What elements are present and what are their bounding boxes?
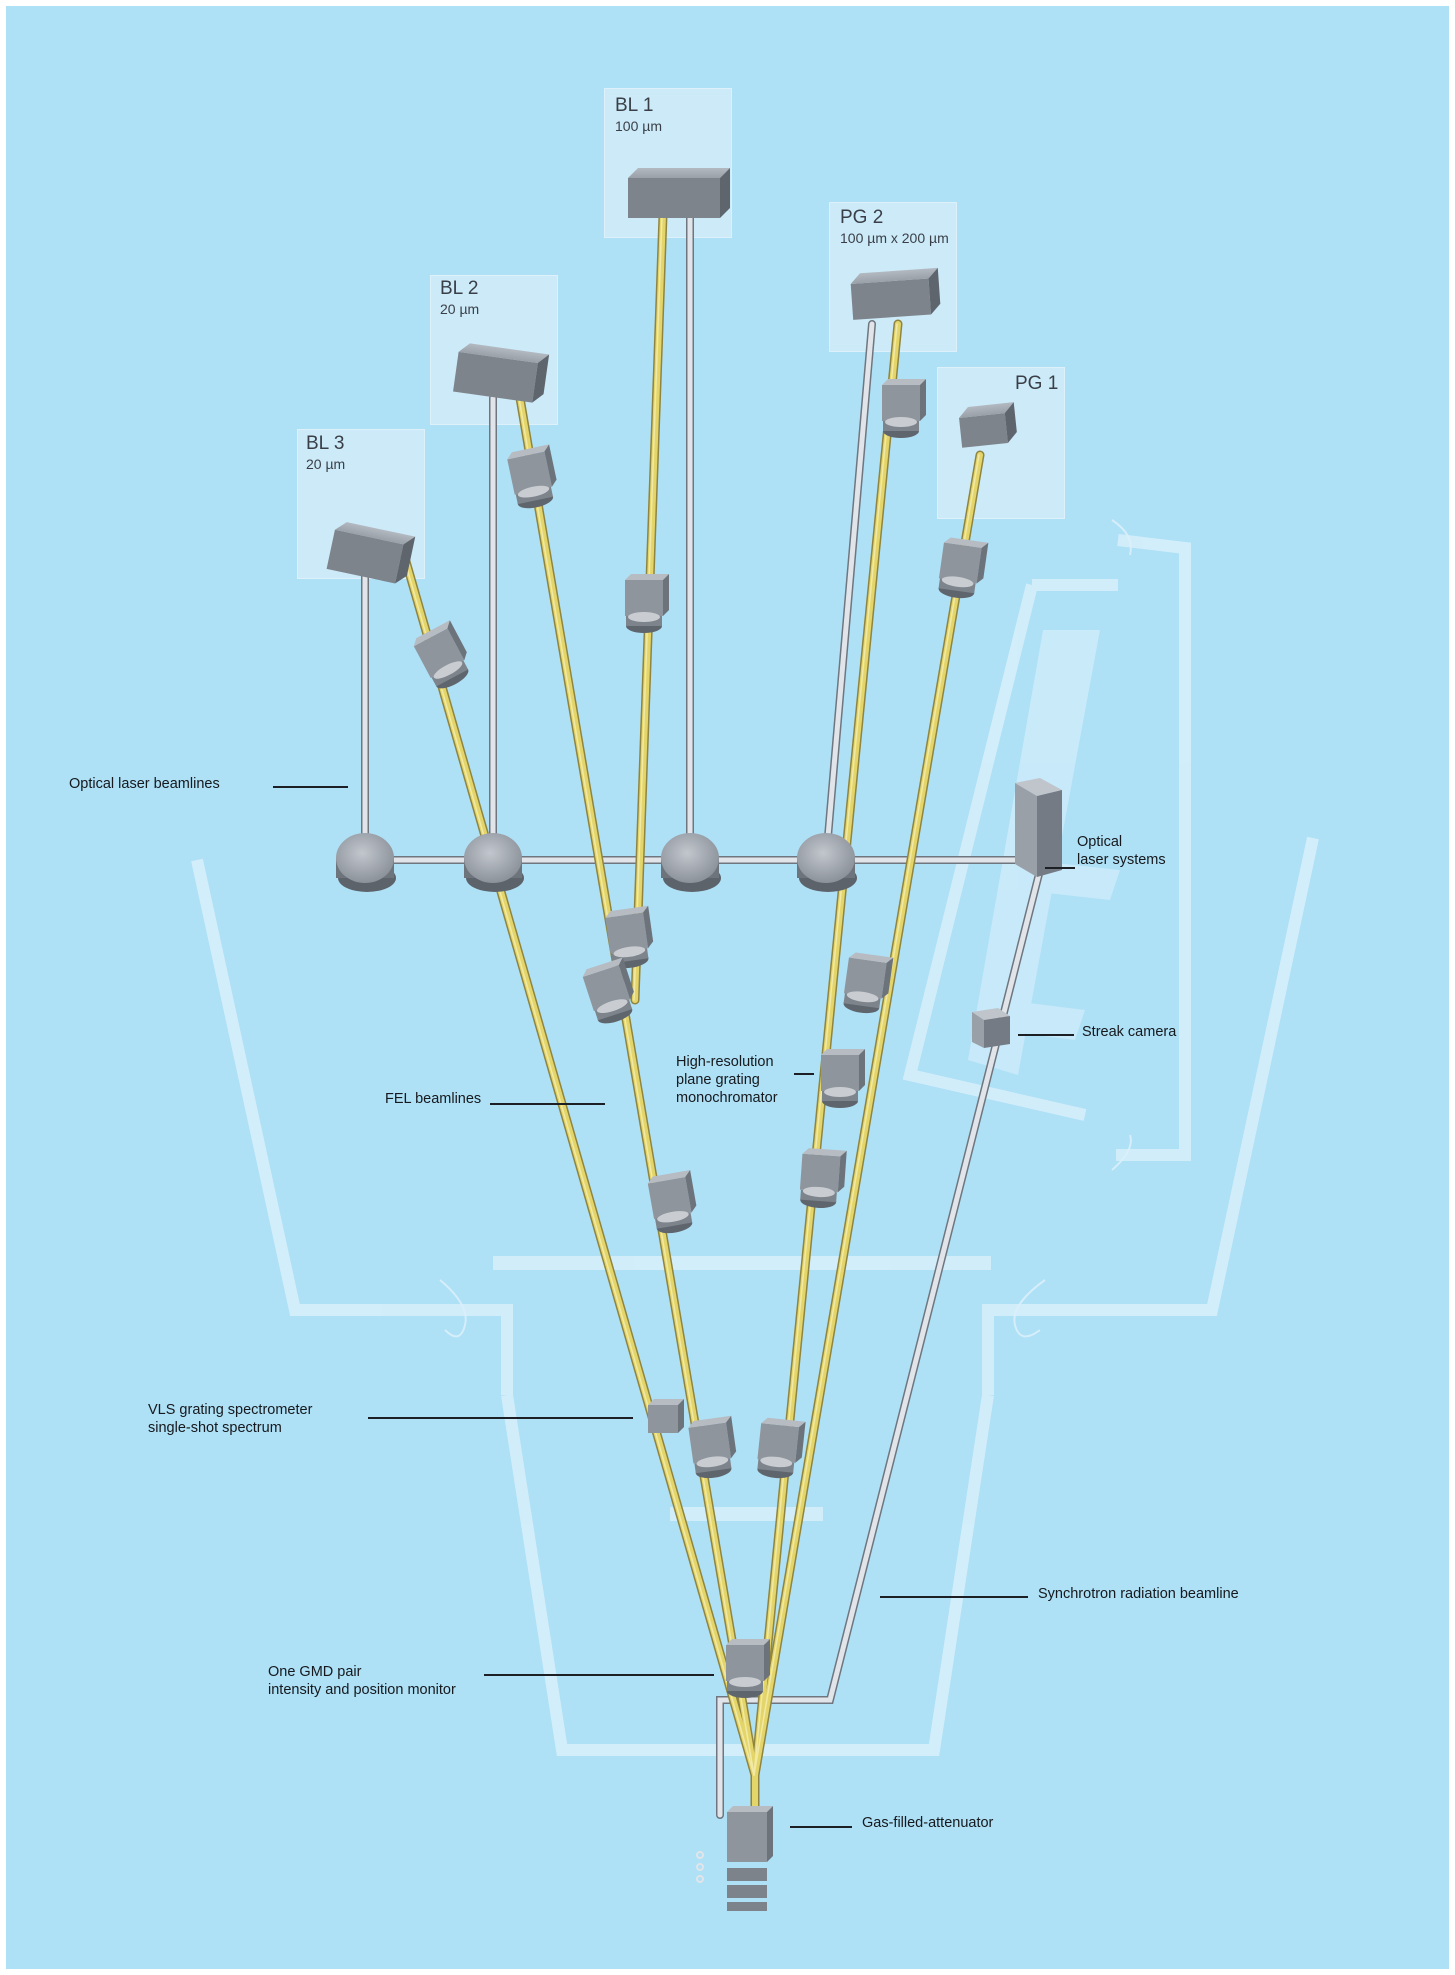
laser-node-2 <box>464 833 524 892</box>
leader-synchrotron-beamline <box>880 1596 1028 1598</box>
endstation-bl2 <box>453 343 550 403</box>
beamline-component <box>726 1639 770 1698</box>
station-pg2-spec: 100 µm x 200 µm <box>840 230 949 246</box>
leader-monochromator <box>794 1073 814 1075</box>
beamline-component <box>688 1415 737 1479</box>
leader-optical-laser-beamlines <box>273 786 348 788</box>
label-monochromator-line1: High-resolution <box>676 1054 774 1070</box>
endstation-pg1 <box>959 402 1017 448</box>
beamline-component <box>938 537 989 599</box>
leader-streak-camera <box>1018 1034 1074 1036</box>
beamline-component <box>882 379 926 438</box>
leader-fel-beamlines <box>490 1103 605 1105</box>
label-vls-spectrometer-line1: VLS grating spectrometer <box>148 1402 313 1418</box>
beamline-component <box>413 620 469 689</box>
beamline-component <box>507 444 557 509</box>
label-gas-attenuator: Gas-filled-attenuator <box>862 1815 994 1831</box>
station-bl1-name: BL 1 <box>615 95 654 116</box>
label-monochromator-line2: plane grating <box>676 1072 760 1088</box>
laser-system-block <box>1015 778 1062 877</box>
leader-optical-laser-systems <box>1045 867 1075 869</box>
label-streak-camera: Streak camera <box>1082 1024 1177 1040</box>
laser-node-4 <box>797 833 857 892</box>
station-bl2-name: BL 2 <box>440 278 479 299</box>
label-monochromator-line3: monochromator <box>676 1090 778 1106</box>
beamline-component <box>799 1148 847 1209</box>
leader-vls-spectrometer <box>368 1417 633 1419</box>
beamline-component <box>757 1417 806 1479</box>
beamline-component <box>605 905 654 969</box>
endstation-pg2 <box>850 267 941 320</box>
laser-distribution-nodes <box>336 833 857 892</box>
label-vls-spectrometer-line2: single-shot spectrum <box>148 1420 282 1436</box>
label-synchrotron-beamline: Synchrotron radiation beamline <box>1038 1586 1239 1602</box>
label-optical-laser-systems-line1: Optical <box>1077 834 1123 850</box>
gas-attenuator-block <box>727 1806 773 1911</box>
beamline-component <box>625 574 669 633</box>
label-gmd-pair-line2: intensity and position monitor <box>268 1682 456 1698</box>
endstation-bl1 <box>628 168 730 218</box>
label-optical-laser-systems-line2: laser systems <box>1077 852 1166 868</box>
beamline-component <box>582 957 634 1024</box>
station-bl3-spec: 20 µm <box>306 456 346 472</box>
beamline-component <box>843 952 894 1014</box>
station-bl2-spec: 20 µm <box>440 301 480 317</box>
leader-gas-attenuator <box>790 1826 852 1828</box>
station-pg2-name: PG 2 <box>840 207 884 228</box>
station-bl3-name: BL 3 <box>306 433 345 454</box>
streak-camera-block <box>972 1008 1010 1048</box>
station-pg1-name: PG 1 <box>1015 373 1059 394</box>
endstation-bl3 <box>326 522 416 584</box>
beamline-components <box>413 379 989 1698</box>
beamline-component <box>821 1049 865 1108</box>
optical-laser-pipes <box>336 211 1044 1819</box>
laser-node-1 <box>336 833 396 892</box>
label-optical-laser-beamlines: Optical laser beamlines <box>69 776 220 792</box>
beamline-component <box>647 1170 697 1234</box>
synchrotron-beam-end-markers <box>696 1851 704 1883</box>
label-fel-beamlines: FEL beamlines <box>385 1091 482 1107</box>
diagram-background <box>6 6 1449 1969</box>
experiment-endstations <box>326 168 1017 584</box>
leader-gmd-pair <box>484 1674 714 1676</box>
label-gmd-pair-line1: One GMD pair <box>268 1664 362 1680</box>
vls-spectrometer-block <box>648 1399 684 1433</box>
laser-node-3 <box>661 833 721 892</box>
station-bl1-spec: 100 µm <box>615 118 662 134</box>
